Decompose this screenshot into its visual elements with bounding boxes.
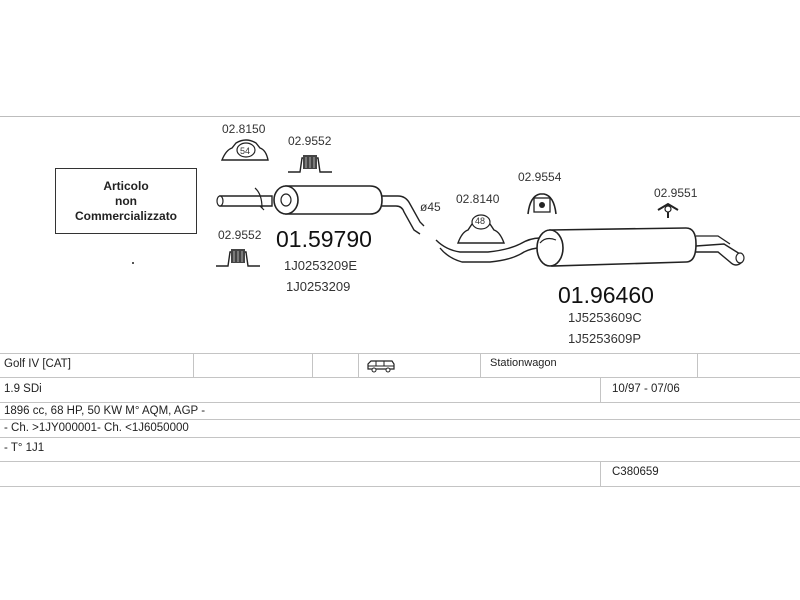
rubber-mount-icon — [216, 249, 260, 267]
body-type: Stationwagon — [490, 357, 557, 369]
diameter-label: ø45 — [420, 200, 441, 214]
engine-spec: 1896 cc, 68 HP, 50 KW M° AQM, AGP - — [4, 405, 206, 417]
oe-number: 1J5253609P — [568, 331, 642, 346]
rubber-mount-icon — [288, 155, 332, 173]
not-available-notice: Articolo non Commercializzato — [55, 168, 197, 234]
part-number[interactable]: 02.8140 — [456, 192, 500, 206]
part-number[interactable]: 02.9554 — [518, 170, 562, 184]
hanger-icon — [527, 193, 557, 215]
part-number[interactable]: 02.9552 — [218, 228, 262, 242]
type-code: - T° 1J1 — [4, 442, 45, 454]
notice-line-3: Commercializzato — [74, 208, 178, 223]
reference-code: C380659 — [612, 466, 659, 478]
car-wagon-icon — [367, 360, 395, 373]
chassis-range: - Ch. >1JY000001- Ch. <1J6050000 — [4, 422, 189, 434]
part-number[interactable]: 02.8150 — [222, 122, 266, 136]
notice-line-2: non — [115, 193, 137, 208]
vehicle-model: Golf IV [CAT] — [4, 358, 71, 370]
oe-number: 1J0253209 — [286, 279, 351, 294]
exhaust-diagram — [216, 139, 745, 267]
production-period: 10/97 - 07/06 — [612, 383, 680, 395]
part-number[interactable]: 01.96460 — [558, 282, 654, 308]
hanger-icon — [657, 202, 679, 218]
top-separator — [0, 116, 800, 117]
front-silencer-drawing — [216, 185, 425, 235]
oe-number: 1J0253209E — [284, 258, 358, 273]
rear-silencer-drawing — [435, 227, 745, 267]
part-number[interactable]: 02.9551 — [654, 186, 698, 200]
clamp-badge: 48 — [475, 216, 486, 226]
clamp-icon — [220, 139, 269, 161]
clamp-badge: 54 — [240, 146, 251, 156]
part-number[interactable]: 01.59790 — [276, 226, 372, 252]
part-number[interactable]: 02.9552 — [288, 134, 332, 148]
stray-dot — [132, 262, 134, 264]
clamp-icon — [457, 214, 505, 244]
notice-line-1: Articolo — [103, 178, 149, 193]
engine: 1.9 SDi — [4, 383, 42, 395]
oe-number: 1J5253609C — [568, 310, 642, 325]
